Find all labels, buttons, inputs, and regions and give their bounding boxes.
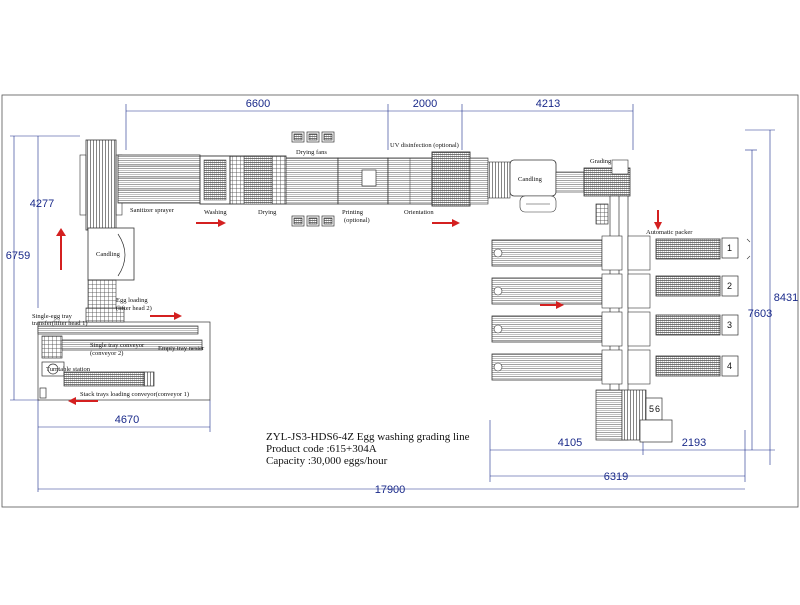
dim-4670: 4670 (115, 414, 139, 426)
flow-arrow-right-packer (540, 301, 564, 309)
dim-2000: 2000 (413, 98, 437, 110)
packer-5-6-output (639, 419, 673, 443)
packer-lane-4 (491, 349, 739, 385)
printing-label: Printing (342, 209, 364, 216)
flow-arrow-right-bottom (150, 312, 182, 320)
single-tray-conveyor-label: Single tray conveyor (90, 342, 145, 349)
drying-conveyor (285, 157, 339, 205)
vertical-transfer-unit (79, 139, 135, 311)
automatic-packer-label: Automatic packer (646, 229, 693, 236)
flow-arrow-left-bottom (68, 397, 98, 405)
drying-unit (229, 155, 287, 205)
drying-fans (291, 131, 335, 227)
dim-4105: 4105 (558, 437, 582, 449)
candling-left-label: Candling (96, 251, 121, 258)
flow-arrow-up-left (56, 228, 66, 270)
turntable-station-label: Turntable station (46, 366, 91, 373)
single-egg-tray-sub-label: transfer(lifter head 1) (32, 320, 88, 327)
uv-disinfection-label: UV disinfection (optional) (390, 142, 459, 149)
flow-arrow-right-top-2 (432, 219, 460, 227)
packer-6-label: 6 (655, 404, 660, 414)
candling-right-label: Candling (518, 176, 543, 183)
dim-2193: 2193 (682, 437, 706, 449)
stack-trays-label: Stack trays loading conveyor(conveyor 1) (80, 391, 189, 398)
uv-disinfection-unit (431, 151, 489, 207)
printing-unit (337, 157, 389, 205)
bottom-dimensions (37, 400, 746, 492)
packer-5-label: 5 (649, 404, 654, 414)
dim-6600: 6600 (246, 98, 270, 110)
flow-arrow-down-packer (654, 210, 662, 230)
packer-3-label: 3 (727, 320, 732, 330)
packer-2-label: 2 (727, 281, 732, 291)
dim-4213: 4213 (536, 98, 560, 110)
sanitizer-sprayer-label: Sanitizer sprayer (130, 207, 175, 214)
right-dimensions (745, 129, 775, 465)
packer-1-label: 1 (727, 243, 732, 253)
dim-17900: 17900 (375, 484, 406, 496)
washing-label: Washing (204, 209, 227, 216)
dim-6759: 6759 (6, 250, 30, 262)
packer-lane-3 (491, 311, 739, 347)
packer-lane-2 (491, 273, 739, 309)
orientation-unit (387, 157, 433, 205)
washing-unit (199, 155, 231, 205)
single-tray-conveyor-sub-label: (conveyor 2) (90, 350, 123, 357)
single-egg-tray-label: Single-egg tray (32, 313, 73, 320)
title-line-3: Capacity :30,000 eggs/hour (266, 455, 388, 467)
egg-loading-label: Egg loading (116, 297, 148, 304)
packer-4-label: 4 (727, 361, 732, 371)
drawing-frame (1, 94, 799, 508)
flow-arrow-right-top (196, 219, 226, 227)
grading-unit (583, 159, 631, 197)
drying-fans-label: Drying fans (296, 149, 327, 156)
title-line-1: ZYL-JS3-HDS6-4Z Egg washing grading line (266, 431, 470, 443)
drying-label: Drying (258, 209, 277, 216)
printing-optional-label: (optional) (344, 217, 370, 224)
sanitizer-sprayer-unit (117, 154, 201, 204)
loading-area (37, 307, 211, 401)
dim-6319: 6319 (604, 471, 628, 483)
top-dimensions (125, 104, 634, 150)
dim-4277: 4277 (30, 198, 54, 210)
grading-label: Grading (590, 158, 612, 165)
egg-loading-sub-label: (lifter head 2) (116, 305, 152, 312)
orientation-label: Orientation (404, 209, 434, 216)
packer-lane-1 (491, 235, 751, 271)
dim-8431: 8431 (774, 292, 798, 304)
title-line-2: Product code :615+304A (266, 443, 377, 455)
candling-right-unit (487, 159, 585, 213)
dim-7603: 7603 (748, 308, 772, 320)
empty-tray-nester-label: Empty tray nester (158, 345, 205, 352)
left-dimensions (10, 135, 80, 401)
